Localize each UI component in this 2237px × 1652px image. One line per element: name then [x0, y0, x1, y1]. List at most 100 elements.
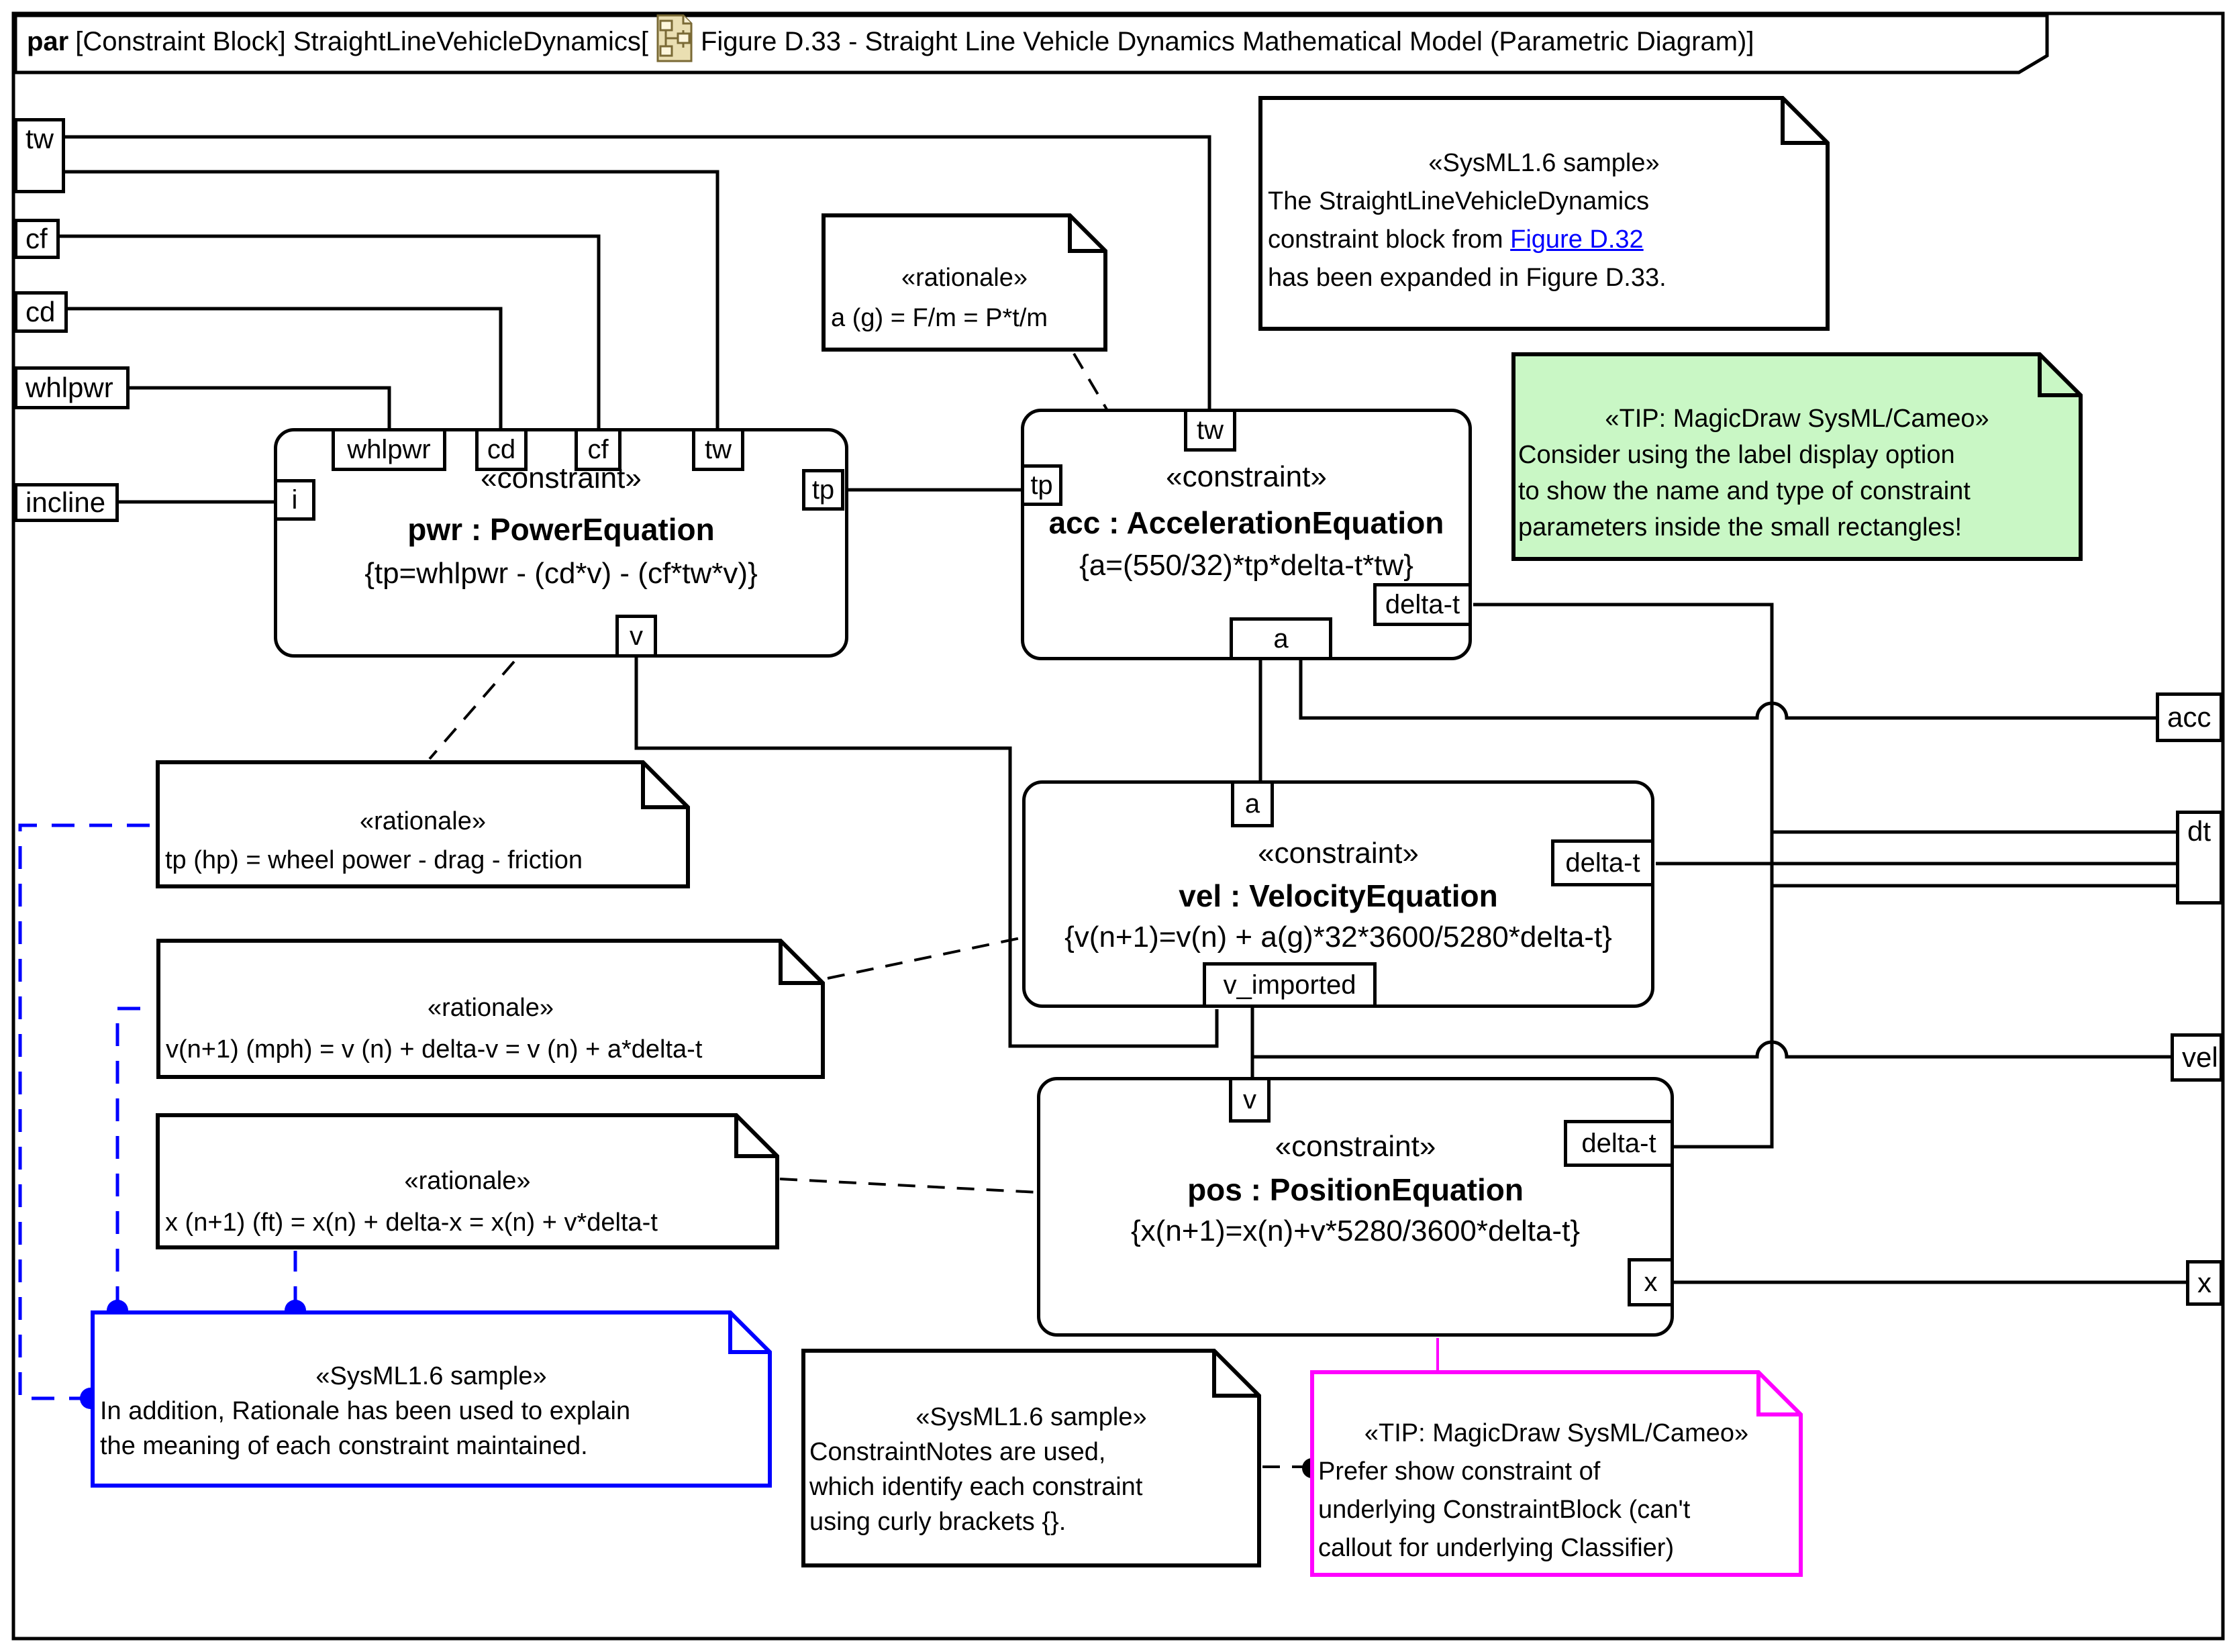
wire-v-to-vimported: [634, 658, 1219, 1048]
note-stereotype: «TIP: MagicDraw SysML/Cameo»: [1364, 1419, 1749, 1447]
wire-tw-to-pwr: [64, 170, 719, 428]
note-body-text: constraint block from: [1268, 225, 1511, 254]
pin-vel-delta-t: delta-t: [1551, 839, 1654, 886]
stereotype-label: «constraint»: [1166, 460, 1327, 493]
param-box-x: x: [2186, 1260, 2223, 1306]
note-body-line: has been expanded in Figure D.33.: [1268, 264, 1667, 292]
note-body: tp (hp) = wheel power - drag - friction: [165, 846, 583, 874]
note-stereotype: «rationale»: [427, 994, 554, 1022]
constraint-expression: {tp=whlpwr - (cd*v) - (cf*tw*v)}: [364, 557, 758, 590]
note-body-line: The StraightLineVehicleDynamics: [1268, 187, 1650, 215]
diagram-kind-keyword: par: [27, 26, 69, 56]
note-body-line: which identify each constraint: [809, 1473, 1143, 1501]
param-label: cd: [26, 296, 56, 327]
diagram-title: par [Constraint Block] StraightLineVehic…: [27, 14, 1754, 63]
anchor-blue-to-rationale-v: [115, 1006, 155, 1309]
note-body-line: using curly brackets {}.: [809, 1508, 1066, 1536]
note-body-line: ConstraintNotes are used,: [809, 1438, 1106, 1466]
constraint-expression: {a=(550/32)*tp*delta-t*tw}: [1079, 549, 1413, 582]
pin-pos-delta-t: delta-t: [1564, 1120, 1674, 1167]
param-label: cf: [26, 223, 48, 254]
frame-border: [11, 11, 2225, 1641]
pin-pwr-v: v: [615, 615, 657, 658]
anchor-pwr-to-rationale: [428, 660, 515, 760]
block-name: vel : VelocityEquation: [1179, 878, 1498, 913]
note-body-line: parameters inside the small rectangles!: [1518, 513, 1962, 541]
block-name: pos : PositionEquation: [1187, 1172, 1524, 1207]
wire-whlpwr-to-pwr: [130, 386, 391, 428]
block-name: acc : AccelerationEquation: [1048, 505, 1444, 540]
param-box-vel: vel: [2171, 1033, 2223, 1082]
parametric-diagram-icon: [656, 14, 693, 69]
pin-pos-x: x: [1628, 1258, 1674, 1306]
stereotype-label: «constraint»: [1258, 837, 1419, 870]
note-body: x (n+1) (ft) = x(n) + delta-x = x(n) + v…: [165, 1208, 658, 1237]
param-label: whlpwr: [26, 372, 113, 403]
pin-acc-delta-t: delta-t: [1373, 583, 1472, 626]
pin-pos-v: v: [1229, 1077, 1271, 1123]
note-body-line: constraint block from Figure D.32: [1258, 221, 1830, 259]
note-body-line: Consider using the label display option: [1518, 441, 1955, 469]
wire-cd-to-pwr: [66, 307, 503, 428]
param-box-cf: cf: [14, 219, 60, 259]
param-box-dt: dt: [2176, 811, 2223, 905]
note-stereotype: «SysML1.6 sample»: [1428, 149, 1660, 177]
anchor-blue-to-rationale-tp: [18, 823, 154, 1400]
wire-deltat-trunk: [1473, 603, 1774, 1149]
note-rationale-v: «rationale» v(n+1) (mph) = v (n) + delta…: [156, 939, 825, 1079]
pin-acc-tw: tw: [1184, 409, 1236, 452]
param-box-whlpwr: whlpwr: [14, 366, 130, 409]
diagram-title-tab: [13, 13, 2049, 74]
diagram-title-figure-text: Figure D.33 - Straight Line Vehicle Dyna…: [700, 26, 1754, 56]
note-stereotype: «rationale»: [404, 1167, 531, 1195]
pin-pwr-cd: cd: [475, 428, 528, 471]
diagram-title-text: [Constraint Block] StraightLineVehicleDy…: [75, 26, 648, 56]
note-stereotype: «rationale»: [901, 264, 1028, 292]
pin-acc-tp: tp: [1021, 464, 1062, 506]
constraint-expression: {v(n+1)=v(n) + a(g)*32*3600/5280*delta-t…: [1064, 921, 1612, 953]
wire-v-to-vel-param: [1252, 1040, 2172, 1059]
note-stereotype: «SysML1.6 sample»: [915, 1403, 1147, 1431]
anchor-rationale-to-vel: [827, 936, 1024, 980]
wire-tw-to-acc: [64, 135, 1211, 409]
note-stereotype: «SysML1.6 sample»: [315, 1362, 547, 1390]
wire-a-to-acc-param: [1299, 660, 2157, 720]
pin-pwr-tw: tw: [692, 428, 744, 471]
stereotype-label: «constraint»: [1275, 1130, 1436, 1163]
param-label: x: [2197, 1267, 2211, 1298]
pin-pwr-i: i: [274, 479, 315, 521]
note-stereotype: «rationale»: [359, 807, 487, 835]
param-label: incline: [26, 486, 106, 518]
note-sysml-sample-blue: «SysML1.6 sample» In addition, Rationale…: [91, 1310, 772, 1488]
note-sysml-sample-top: «SysML1.6 sample» The StraightLineVehicl…: [1258, 96, 1830, 331]
figure-d32-link[interactable]: Figure D.32: [1510, 225, 1644, 254]
note-body-line: underlying ConstraintBlock (can't: [1318, 1496, 1691, 1524]
param-box-incline: incline: [14, 483, 119, 522]
wire-cf-to-pwr: [59, 234, 601, 428]
pin-acc-a: a: [1230, 617, 1332, 660]
param-box-acc: acc: [2156, 692, 2223, 742]
note-body-line: callout for underlying Classifier): [1318, 1534, 1675, 1562]
note-body: a (g) = F/m = P*t/m: [831, 304, 1048, 332]
note-tip-magenta: «TIP: MagicDraw SysML/Cameo» Prefer show…: [1310, 1370, 1803, 1577]
note-tip-green: «TIP: MagicDraw SysML/Cameo» Consider us…: [1511, 352, 2083, 561]
note-body: v(n+1) (mph) = v (n) + delta-v = v (n) +…: [166, 1035, 703, 1064]
pin-vel-v-imported: v_imported: [1203, 962, 1377, 1008]
param-box-tw: tw: [14, 118, 65, 193]
note-sysml-sample-bottom: «SysML1.6 sample» ConstraintNotes are us…: [801, 1349, 1261, 1567]
note-body-line: the meaning of each constraint maintaine…: [100, 1432, 588, 1460]
note-rationale-tp: «rationale» tp (hp) = wheel power - drag…: [156, 760, 690, 888]
note-body-line: to show the name and type of constraint: [1518, 477, 1971, 505]
param-box-cd: cd: [14, 291, 68, 333]
constraint-expression: {x(n+1)=x(n)+v*5280/3600*delta-t}: [1130, 1215, 1581, 1247]
note-body-line: In addition, Rationale has been used to …: [100, 1397, 631, 1425]
pin-pwr-whlpwr: whlpwr: [332, 428, 446, 471]
param-label: acc: [2167, 701, 2211, 733]
note-body-line: Prefer show constraint of: [1318, 1457, 1601, 1486]
note-stereotype: «TIP: MagicDraw SysML/Cameo»: [1605, 405, 1989, 433]
param-label: dt: [2187, 815, 2211, 847]
pin-vel-a: a: [1231, 780, 1274, 827]
anchor-rationale-to-acc: [1073, 352, 1108, 411]
pin-pwr-cf: cf: [575, 428, 622, 471]
